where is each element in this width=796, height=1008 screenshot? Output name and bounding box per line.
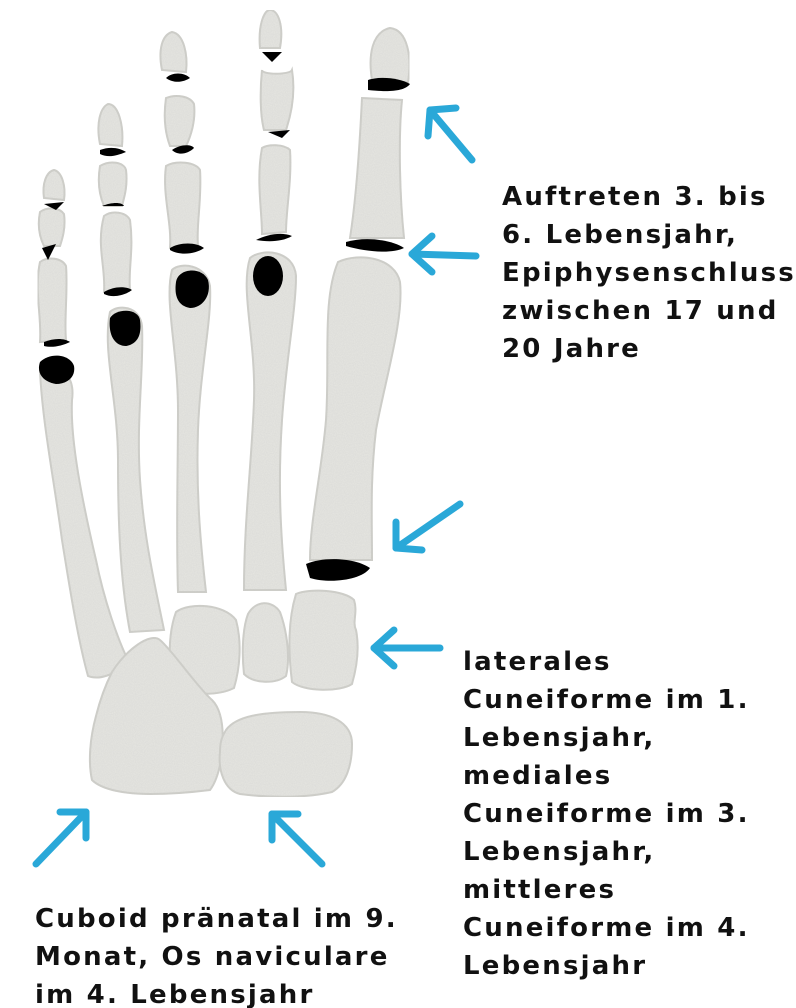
arrow-cuneiforms [374, 630, 440, 666]
middle-phalanx-4 [99, 163, 127, 206]
proximal-phalanx-3 [165, 163, 200, 248]
ossification-distal-4 [100, 148, 126, 156]
ossification-distal-2 [262, 52, 282, 62]
annotation-line: mediales [463, 757, 750, 795]
toe-1 [310, 28, 409, 560]
middle-phalanx-2 [261, 70, 294, 130]
metatarsal-2 [244, 252, 296, 590]
proximal-phalanx-2 [259, 145, 290, 234]
bones [38, 10, 410, 797]
toe-4 [98, 104, 164, 632]
annotation-line: 20 Jahre [502, 330, 796, 368]
annotation-line: Epiphysenschluss [502, 254, 796, 292]
annotation-line: Monat, Os naviculare [35, 938, 398, 976]
arrow-distal-phalanx-epiphysis [428, 108, 472, 160]
metatarsal-3 [170, 266, 211, 592]
medial-cuneiform [289, 591, 357, 690]
epiphysis-proximal-phalanx-1 [346, 239, 404, 252]
distal-phalanx-5 [43, 170, 64, 200]
middle-phalanx-5 [39, 208, 65, 246]
proximal-phalanx-1 [350, 98, 404, 238]
metatarsal-1 [310, 257, 401, 560]
annotation-line: laterales [463, 643, 750, 681]
distal-phalanx-1 [371, 28, 410, 84]
arrow-cuboid [36, 812, 86, 864]
annotation-line: im 4. Lebensjahr [35, 976, 398, 1008]
metatarsal-4 [108, 308, 164, 632]
annotation-line: Lebensjahr, [463, 719, 750, 757]
epiphysis-metatarsal-1 [306, 559, 370, 581]
intermediate-cuneiform [243, 603, 288, 682]
annotation-line: Cuneiforme im 4. [463, 909, 750, 947]
annotation-line: Cuboid pränatal im 9. [35, 900, 398, 938]
epiphysis-annotation: Auftreten 3. bis 6. Lebensjahr, Epiphyse… [502, 178, 796, 368]
metatarsal-head-2 [253, 256, 283, 296]
arrow-navicular [272, 814, 322, 864]
ossification-middle-2 [268, 130, 290, 138]
annotation-line: 6. Lebensjahr, [502, 216, 796, 254]
annotation-line: Cuneiforme im 1. [463, 681, 750, 719]
arrow-proximal-phalanx-epiphysis [412, 236, 476, 272]
navicular [220, 712, 352, 797]
proximal-phalanx-4 [101, 213, 132, 292]
ossification-distal-3 [166, 74, 190, 82]
annotation-line: mittleres [463, 871, 750, 909]
toe-3 [160, 32, 210, 592]
distal-phalanx-3 [160, 32, 186, 72]
annotation-line: Lebensjahr [463, 947, 750, 985]
distal-phalanx-4 [98, 104, 122, 146]
middle-phalanx-3 [165, 96, 195, 146]
tarsal-annotation: Cuboid pränatal im 9. Monat, Os navicula… [35, 900, 398, 1008]
annotation-line: zwischen 17 und [502, 292, 796, 330]
annotation-line: Cuneiforme im 3. [463, 795, 750, 833]
arrow-metatarsal-epiphysis [396, 504, 460, 550]
toe-2 [244, 10, 296, 590]
annotation-line: Lebensjahr, [463, 833, 750, 871]
cuneiform-annotation: laterales Cuneiforme im 1. Lebensjahr, m… [463, 643, 750, 985]
annotation-line: Auftreten 3. bis [502, 178, 796, 216]
proximal-phalanx-5 [38, 259, 67, 342]
distal-phalanx-2 [260, 10, 282, 48]
